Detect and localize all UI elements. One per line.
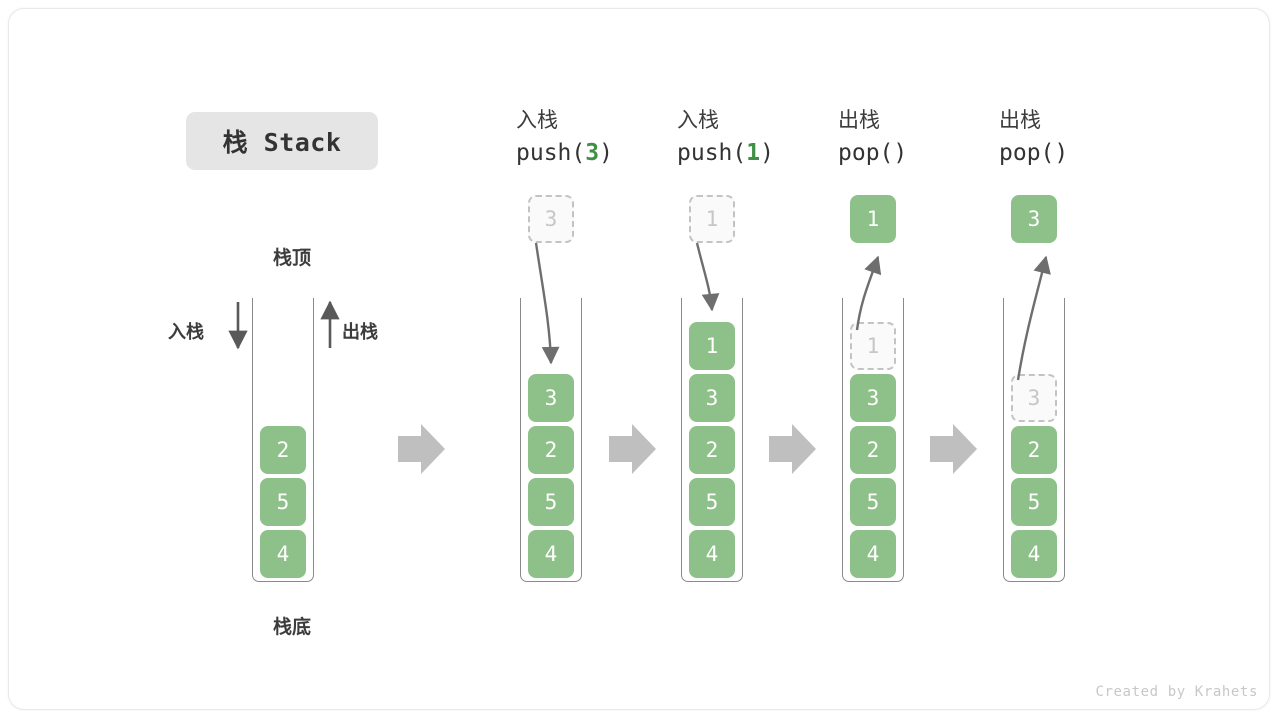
stack-element: 4	[689, 530, 735, 578]
stack-container-walls	[681, 298, 743, 582]
stack-element-removing: 1	[850, 322, 896, 370]
stack-element-removing: 3	[1011, 374, 1057, 422]
stack-element: 4	[528, 530, 574, 578]
operation-name: 入栈	[516, 109, 558, 132]
operation-signature: pop()	[999, 136, 1149, 170]
stack-container-walls	[520, 298, 582, 582]
stack-container-walls	[842, 298, 904, 582]
operation-name: 出栈	[999, 109, 1041, 132]
stack-element: 5	[528, 478, 574, 526]
stack-element: 4	[850, 530, 896, 578]
stack-container-walls	[252, 298, 314, 582]
stack-element: 3	[850, 374, 896, 422]
stack-element: 1	[689, 322, 735, 370]
column-header-2: 入栈 push(1)	[677, 106, 827, 170]
pending-push-element: 1	[689, 195, 735, 243]
operation-fn-end: )	[599, 140, 613, 166]
stack-element: 3	[528, 374, 574, 422]
stack-element: 2	[528, 426, 574, 474]
operation-fn-end: )	[893, 140, 908, 166]
popped-element: 3	[1011, 195, 1057, 243]
operation-fn: pop(	[999, 140, 1055, 166]
stack-element: 2	[689, 426, 735, 474]
stack-element: 4	[260, 530, 306, 578]
column-header-4: 出栈 pop()	[999, 106, 1149, 170]
operation-argument: 1	[746, 140, 761, 166]
pop-direction-label: 出栈	[342, 322, 378, 342]
stack-element: 5	[689, 478, 735, 526]
stack-element: 4	[1011, 530, 1057, 578]
stack-element: 5	[850, 478, 896, 526]
operation-fn: pop(	[838, 140, 894, 166]
operation-argument: 3	[585, 140, 600, 166]
stack-element: 5	[1011, 478, 1057, 526]
operation-fn-end: )	[760, 140, 774, 166]
operation-signature: push(3)	[516, 136, 666, 170]
push-direction-label: 入栈	[168, 322, 204, 342]
stack-element: 2	[850, 426, 896, 474]
stack-element: 2	[1011, 426, 1057, 474]
stack-element: 2	[260, 426, 306, 474]
column-header-1: 入栈 push(3)	[516, 106, 666, 170]
page-title: 栈 Stack	[186, 112, 378, 170]
stack-element: 3	[689, 374, 735, 422]
stack-bottom-label: 栈底	[272, 617, 311, 638]
stack-element: 5	[260, 478, 306, 526]
operation-fn: push(	[516, 140, 586, 166]
operation-name: 出栈	[838, 109, 880, 132]
operation-signature: pop()	[838, 136, 988, 170]
operation-signature: push(1)	[677, 136, 827, 170]
stack-top-label: 栈顶	[272, 248, 311, 269]
column-header-3: 出栈 pop()	[838, 106, 988, 170]
operation-name: 入栈	[677, 109, 719, 132]
operation-fn: push(	[677, 140, 747, 166]
operation-fn-end: )	[1054, 140, 1069, 166]
popped-element: 1	[850, 195, 896, 243]
pending-push-element: 3	[528, 195, 574, 243]
footer-credit: Created by Krahets	[1095, 684, 1258, 700]
stack-container-walls	[1003, 298, 1065, 582]
